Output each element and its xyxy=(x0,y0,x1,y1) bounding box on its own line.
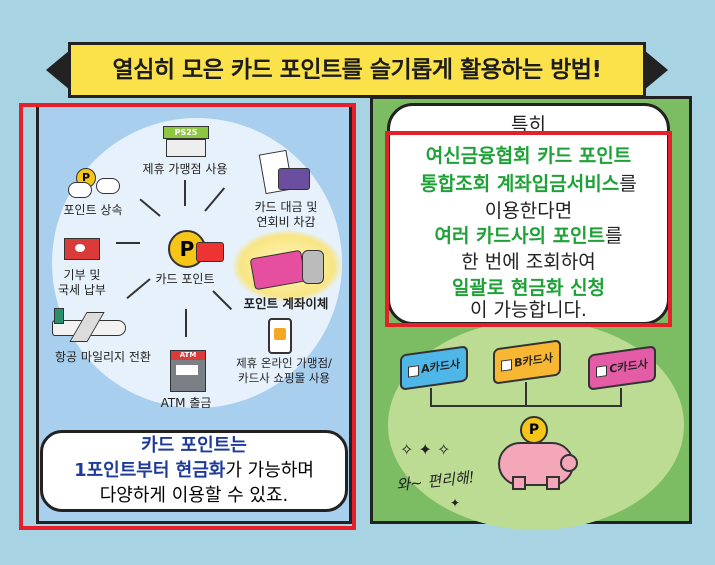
bubble-line-7: 일괄로 현금화 신청 xyxy=(451,277,606,299)
bubble-line-8: 이 가능합니다. xyxy=(470,299,587,321)
label-center: 카드 포인트 xyxy=(155,272,215,286)
ribbon-left-tail xyxy=(46,50,70,90)
connector xyxy=(430,388,432,406)
label-online: 제휴 온라인 가맹점/ 카드사 쇼핑몰 사용 xyxy=(226,356,342,386)
hand-coin-icon: P xyxy=(68,168,120,198)
bubble-line-6: 한 번에 조회하여 xyxy=(461,251,596,273)
label-card-fee-1: 카드 대금 및 xyxy=(254,200,318,214)
highlight-box-right xyxy=(385,131,672,327)
sparkle-icon: ✦ xyxy=(450,496,461,510)
label-mileage: 항공 마일리지 전환 xyxy=(55,350,151,364)
summary-line-2-bold: 1포인트부터 현금화 xyxy=(74,460,226,481)
label-donate: 기부 및 국세 납부 xyxy=(42,268,122,298)
label-card-fee: 카드 대금 및 연회비 차감 xyxy=(236,200,336,230)
label-card-fee-2: 연회비 차감 xyxy=(256,215,316,229)
phone-icon xyxy=(268,318,292,354)
piggy-bank-icon xyxy=(498,438,578,490)
bubble-line-5-rest: 를 xyxy=(605,225,623,247)
bubble-line-3: 통합조회 계좌입금서비스를 xyxy=(387,170,670,198)
left-summary-box xyxy=(40,430,348,512)
left-summary-text: 카드 포인트는 1포인트부터 현금화가 가능하며 다양하게 이용할 수 있죠. xyxy=(40,433,348,508)
center-card-icon xyxy=(196,242,224,262)
label-inherit: 포인트 상속 xyxy=(63,203,123,217)
ribbon-right-tail xyxy=(644,50,668,90)
title-ribbon xyxy=(68,42,646,98)
bubble-line-5: 여러 카드사의 포인트를 xyxy=(387,222,670,250)
label-donate-1: 기부 및 xyxy=(63,268,101,282)
bubble-line-3-green: 통합조회 계좌입금서비스 xyxy=(420,173,620,195)
coin-stack-icon xyxy=(302,250,324,284)
label-transfer: 포인트 계좌이체 xyxy=(243,296,329,311)
card-c-label: C카드사 xyxy=(609,357,648,376)
connector xyxy=(525,382,527,406)
piggy-coin-icon: P xyxy=(520,416,548,444)
store-sign: PS25 xyxy=(163,126,209,139)
page-title: 열심히 모은 카드 포인트를 슬기롭게 활용하는 방법! xyxy=(112,57,602,83)
bubble-line-2: 여신금융협회 카드 포인트 xyxy=(425,145,632,167)
summary-line-2: 1포인트부터 현금화가 가능하며 xyxy=(40,458,348,483)
label-online-1: 제휴 온라인 가맹점/ xyxy=(236,356,332,370)
atm-icon: ATM xyxy=(170,350,206,392)
card-a-label: A카드사 xyxy=(421,357,460,376)
bubble-line-5-green: 여러 카드사의 포인트 xyxy=(434,225,606,247)
label-online-2: 카드사 쇼핑몰 사용 xyxy=(238,371,330,385)
connector xyxy=(430,405,622,407)
bubble-line-1: 특히 xyxy=(511,114,546,136)
speech-bubble xyxy=(387,103,670,325)
airplane-icon xyxy=(52,308,128,342)
store-icon: PS25 xyxy=(163,126,209,157)
connector xyxy=(620,388,622,406)
donation-box-icon xyxy=(64,232,100,260)
summary-line-1: 카드 포인트는 xyxy=(141,435,247,456)
summary-line-3: 다양하게 이용할 수 있죠. xyxy=(99,485,289,506)
receipt-card-icon xyxy=(258,149,310,195)
card-b-label: B카드사 xyxy=(514,351,553,370)
sparkle-icon: ✧ ✦ ✧ xyxy=(400,440,451,459)
label-atm: ATM 출금 xyxy=(160,396,212,410)
atm-sign: ATM xyxy=(171,351,205,360)
label-affiliate-store: 제휴 가맹점 사용 xyxy=(142,162,228,176)
highlight-box-left xyxy=(19,103,356,530)
label-donate-2: 국세 납부 xyxy=(58,283,106,297)
summary-line-2-rest: 가 가능하며 xyxy=(225,460,314,481)
bubble-line-4: 이용한다면 xyxy=(484,200,573,222)
bubble-line-3-rest: 를 xyxy=(619,173,637,195)
